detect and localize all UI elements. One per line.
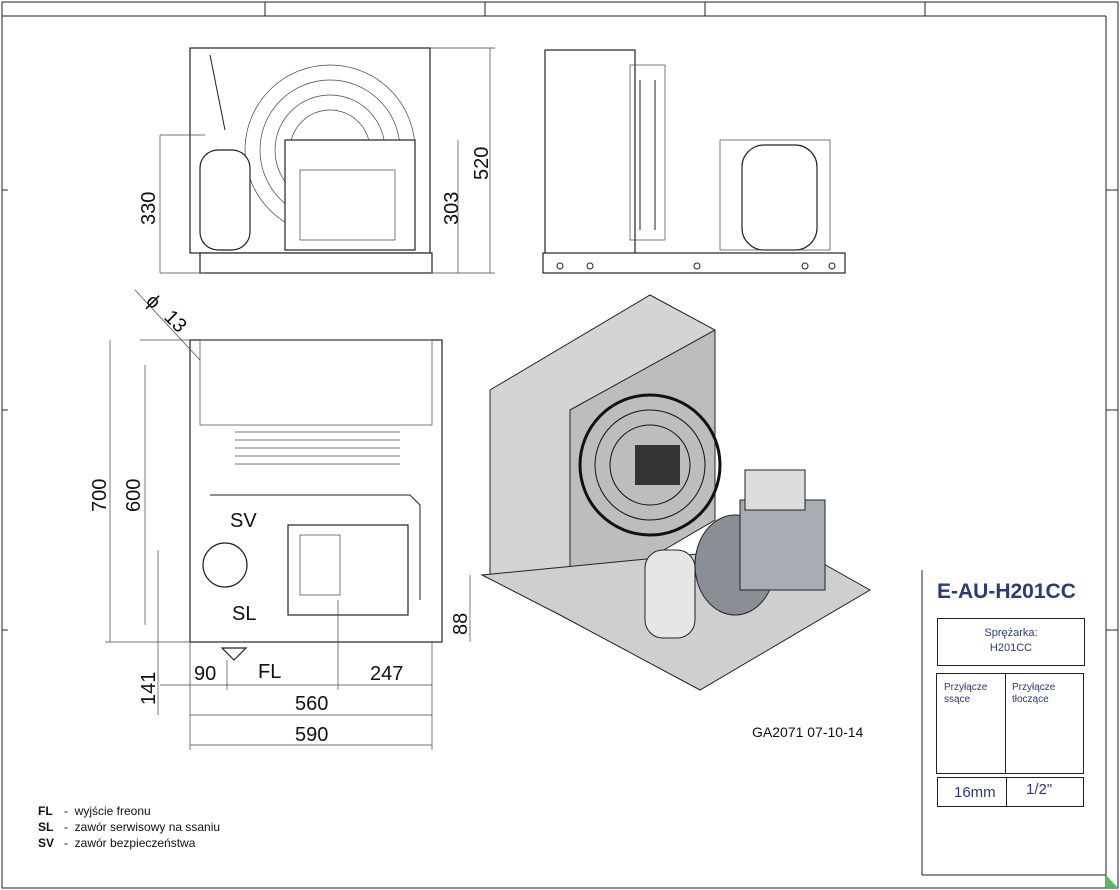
dim-90: 90: [194, 663, 216, 685]
dim-88: 88: [450, 613, 472, 635]
connections-box: Przyłącze ssące Przyłącze tłoczące: [936, 673, 1084, 774]
dim-590: 590: [295, 724, 328, 746]
dim-330: 330: [138, 192, 160, 225]
dim-13: 13: [159, 306, 190, 337]
legend-item: SL- zawór serwisowy na ssaniu: [38, 820, 221, 834]
dim-247: 247: [370, 663, 403, 685]
label-fl: FL: [258, 661, 281, 683]
top-view: 700 600 ϕ 13 SV SL FL 90 247 141 88 560 …: [89, 289, 472, 750]
model-title: E-AU-H201CC: [937, 580, 1076, 603]
suction-value: 16mm: [954, 784, 996, 801]
dim-303: 303: [441, 192, 463, 225]
dim-700: 700: [89, 479, 111, 512]
dim-520: 520: [471, 147, 493, 180]
label-sv: SV: [230, 510, 257, 532]
legend-item: SV- zawór bezpieczeństwa: [38, 836, 196, 850]
compressor-label: Sprężarka:: [984, 627, 1038, 639]
legend-item: FL- wyjście freonu: [38, 804, 151, 818]
side-view: [542, 49, 846, 274]
legend: FL- wyjście freonu SL- zawór serwisowy n…: [38, 803, 220, 851]
front-view: 330 520 303: [138, 47, 495, 274]
isometric-view: GA2071 07-10-14: [480, 294, 872, 740]
dim-600: 600: [123, 479, 145, 512]
drawing-code: GA2071 07-10-14: [752, 724, 864, 740]
compressor-box: Sprężarka: H201CC: [937, 618, 1085, 666]
discharge-value: 1/2": [1026, 781, 1053, 798]
suction-label: Przyłącze ssące: [944, 682, 988, 705]
label-sl: SL: [232, 603, 256, 625]
compressor-value: H201CC: [989, 642, 1033, 654]
dim-560: 560: [295, 693, 328, 715]
dim-141: 141: [138, 672, 160, 705]
discharge-label: Przyłącze tłoczące: [1012, 682, 1056, 705]
corner-mark: [1106, 875, 1118, 888]
connection-values-box: 16mm 1/2": [937, 777, 1084, 807]
